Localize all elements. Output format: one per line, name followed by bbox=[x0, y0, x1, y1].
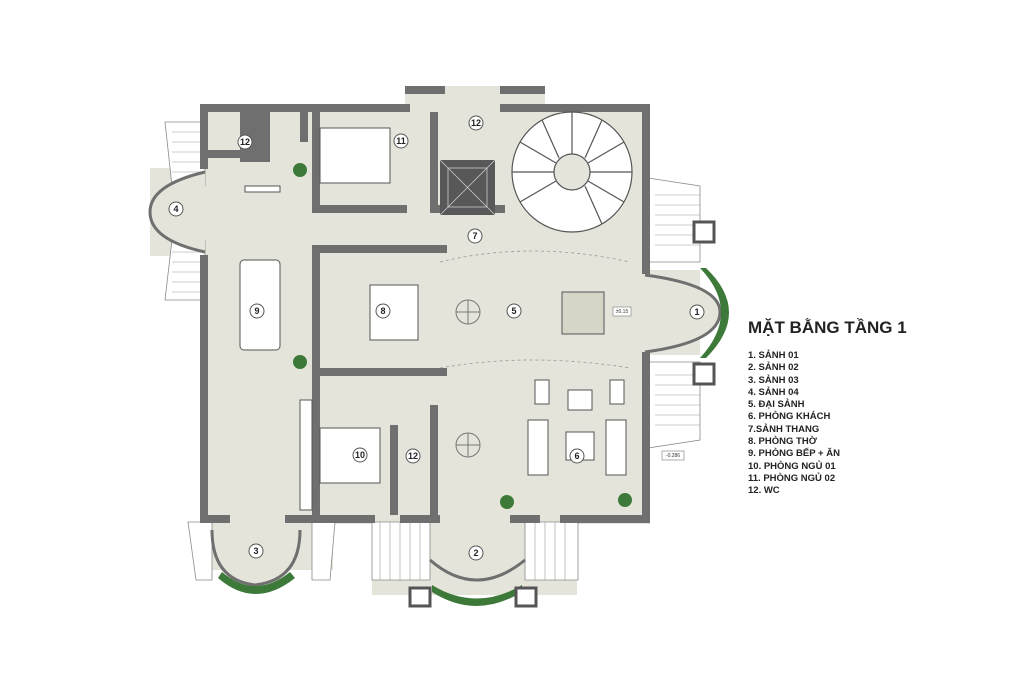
legend-item: 9. PHÒNG BẾP + ĂN bbox=[748, 448, 840, 460]
planters bbox=[218, 163, 729, 606]
spiral-stair bbox=[511, 111, 633, 233]
room-marker-1: 1 bbox=[689, 304, 705, 320]
room-marker-3: 3 bbox=[248, 543, 264, 559]
svg-text:2: 2 bbox=[473, 548, 478, 558]
furniture bbox=[239, 127, 627, 511]
legend-item: 2. SẢNH 02 bbox=[748, 362, 799, 374]
svg-text:3: 3 bbox=[253, 546, 258, 556]
porches bbox=[148, 170, 722, 587]
legend-item: 8. PHÒNG THỜ bbox=[748, 436, 817, 448]
svg-text:4: 4 bbox=[173, 204, 178, 214]
room-marker-6: 6 bbox=[569, 448, 585, 464]
legend-item: 10. PHÒNG NGỦ 01 bbox=[748, 460, 836, 472]
svg-text:1: 1 bbox=[694, 307, 699, 317]
room-marker-7: 7 bbox=[467, 228, 483, 244]
svg-text:12: 12 bbox=[408, 451, 418, 461]
legend-item: 1. SẢNH 01 bbox=[748, 350, 799, 361]
room-marker-10: 10 bbox=[352, 447, 368, 463]
level-tags: ±0.15 -0.286 bbox=[612, 306, 685, 461]
legend-item: 11. PHÒNG NGỦ 02 bbox=[748, 472, 836, 484]
svg-text:12: 12 bbox=[471, 118, 481, 128]
legend-item: 12. WC bbox=[748, 485, 780, 497]
svg-text:9: 9 bbox=[254, 306, 259, 316]
room-markers: 1 2 3 4 5 6 7 8 9 10 11 12 12 12 bbox=[168, 115, 705, 561]
svg-text:5: 5 bbox=[511, 306, 516, 316]
room-marker-12b: 12 bbox=[468, 115, 484, 131]
legend-item: 6. PHÒNG KHÁCH bbox=[748, 411, 831, 423]
legend-item: 3. SẢNH 03 bbox=[748, 374, 799, 386]
room-marker-4: 4 bbox=[168, 201, 184, 217]
svg-text:10: 10 bbox=[355, 450, 365, 460]
svg-text:8: 8 bbox=[380, 306, 385, 316]
svg-text:11: 11 bbox=[396, 136, 406, 146]
elevator bbox=[439, 159, 496, 216]
legend-title: MẶT BẰNG TẦNG 1 bbox=[748, 318, 907, 337]
room-marker-5: 5 bbox=[506, 303, 522, 319]
room-marker-8: 8 bbox=[375, 303, 391, 319]
ceiling-arcs bbox=[439, 250, 631, 369]
svg-text:7: 7 bbox=[472, 231, 477, 241]
legend-item: 5. ĐẠI SẢNH bbox=[748, 399, 805, 411]
legend-item: 4. SẢNH 04 bbox=[748, 386, 799, 398]
legend-item: 7.SẢNH THANG bbox=[748, 423, 820, 435]
legend-list: 1. SẢNH 01 2. SẢNH 02 3. SẢNH 03 4. SẢNH… bbox=[748, 350, 840, 498]
floor-medallions bbox=[455, 299, 481, 458]
room-marker-12c: 12 bbox=[405, 448, 421, 464]
level-tag-porch: -0.286 bbox=[666, 453, 680, 459]
room-marker-9: 9 bbox=[249, 303, 265, 319]
svg-text:6: 6 bbox=[574, 451, 579, 461]
room-marker-11: 11 bbox=[393, 133, 409, 149]
level-tag-hall: ±0.15 bbox=[616, 309, 629, 315]
svg-text:12: 12 bbox=[240, 137, 250, 147]
walls bbox=[200, 86, 650, 523]
room-marker-2: 2 bbox=[468, 545, 484, 561]
room-marker-12a: 12 bbox=[237, 134, 253, 150]
pillars bbox=[408, 220, 716, 608]
